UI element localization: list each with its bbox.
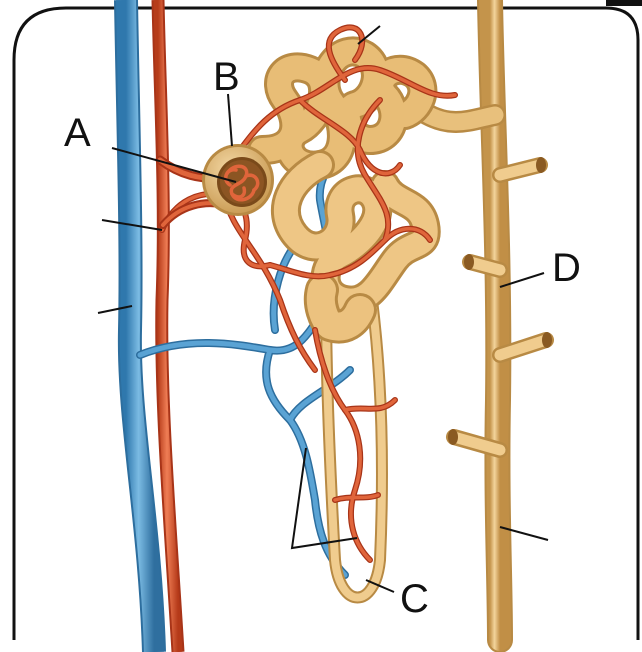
label-b: B — [213, 55, 240, 99]
label-c: C — [400, 577, 429, 621]
label-d: D — [552, 246, 581, 290]
bowmans-capsule — [202, 144, 274, 216]
label-a: A — [64, 111, 91, 155]
